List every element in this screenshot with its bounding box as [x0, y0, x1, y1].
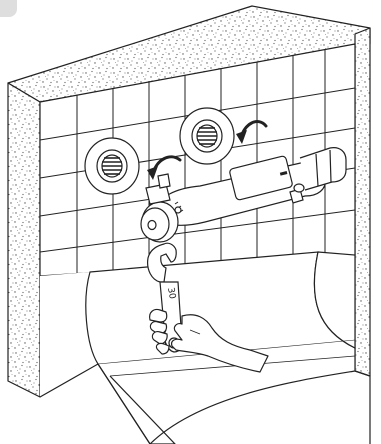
right-wall-connector	[180, 108, 234, 164]
wall-right-strip	[355, 28, 370, 376]
left-wall-connector	[85, 138, 139, 194]
wall-side-face	[8, 83, 40, 397]
wrench-size-label: 30	[165, 287, 177, 300]
